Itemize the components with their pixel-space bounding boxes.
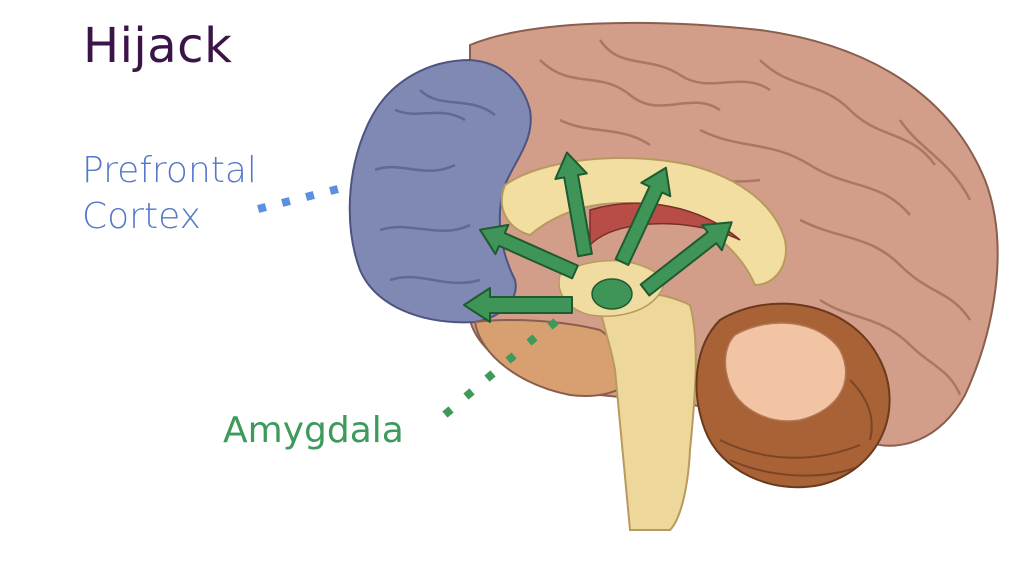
arrow-up-right — [614, 166, 672, 266]
signal-arrows — [463, 151, 733, 323]
arbor-vitae — [724, 322, 847, 422]
brainstem — [598, 292, 697, 531]
prefrontal-label-line1: Prefrontal — [82, 150, 257, 191]
prefrontal-label-line2: Cortex — [82, 196, 201, 237]
prefrontal-folds — [374, 89, 496, 285]
amygdala-label: Amygdala — [223, 410, 404, 451]
page-title: Hijack — [83, 18, 233, 74]
arrow-right — [639, 221, 733, 297]
arrow-left-upper — [478, 223, 579, 280]
arrow-left-lower — [463, 287, 573, 323]
prefrontal-cortex-label: Prefrontal Cortex — [82, 148, 257, 240]
amygdala-leader — [442, 318, 559, 418]
amygdala — [591, 278, 633, 310]
arrow-up-left — [554, 151, 593, 258]
cerebellum-folds — [719, 379, 873, 477]
prefrontal-leader — [257, 185, 339, 213]
